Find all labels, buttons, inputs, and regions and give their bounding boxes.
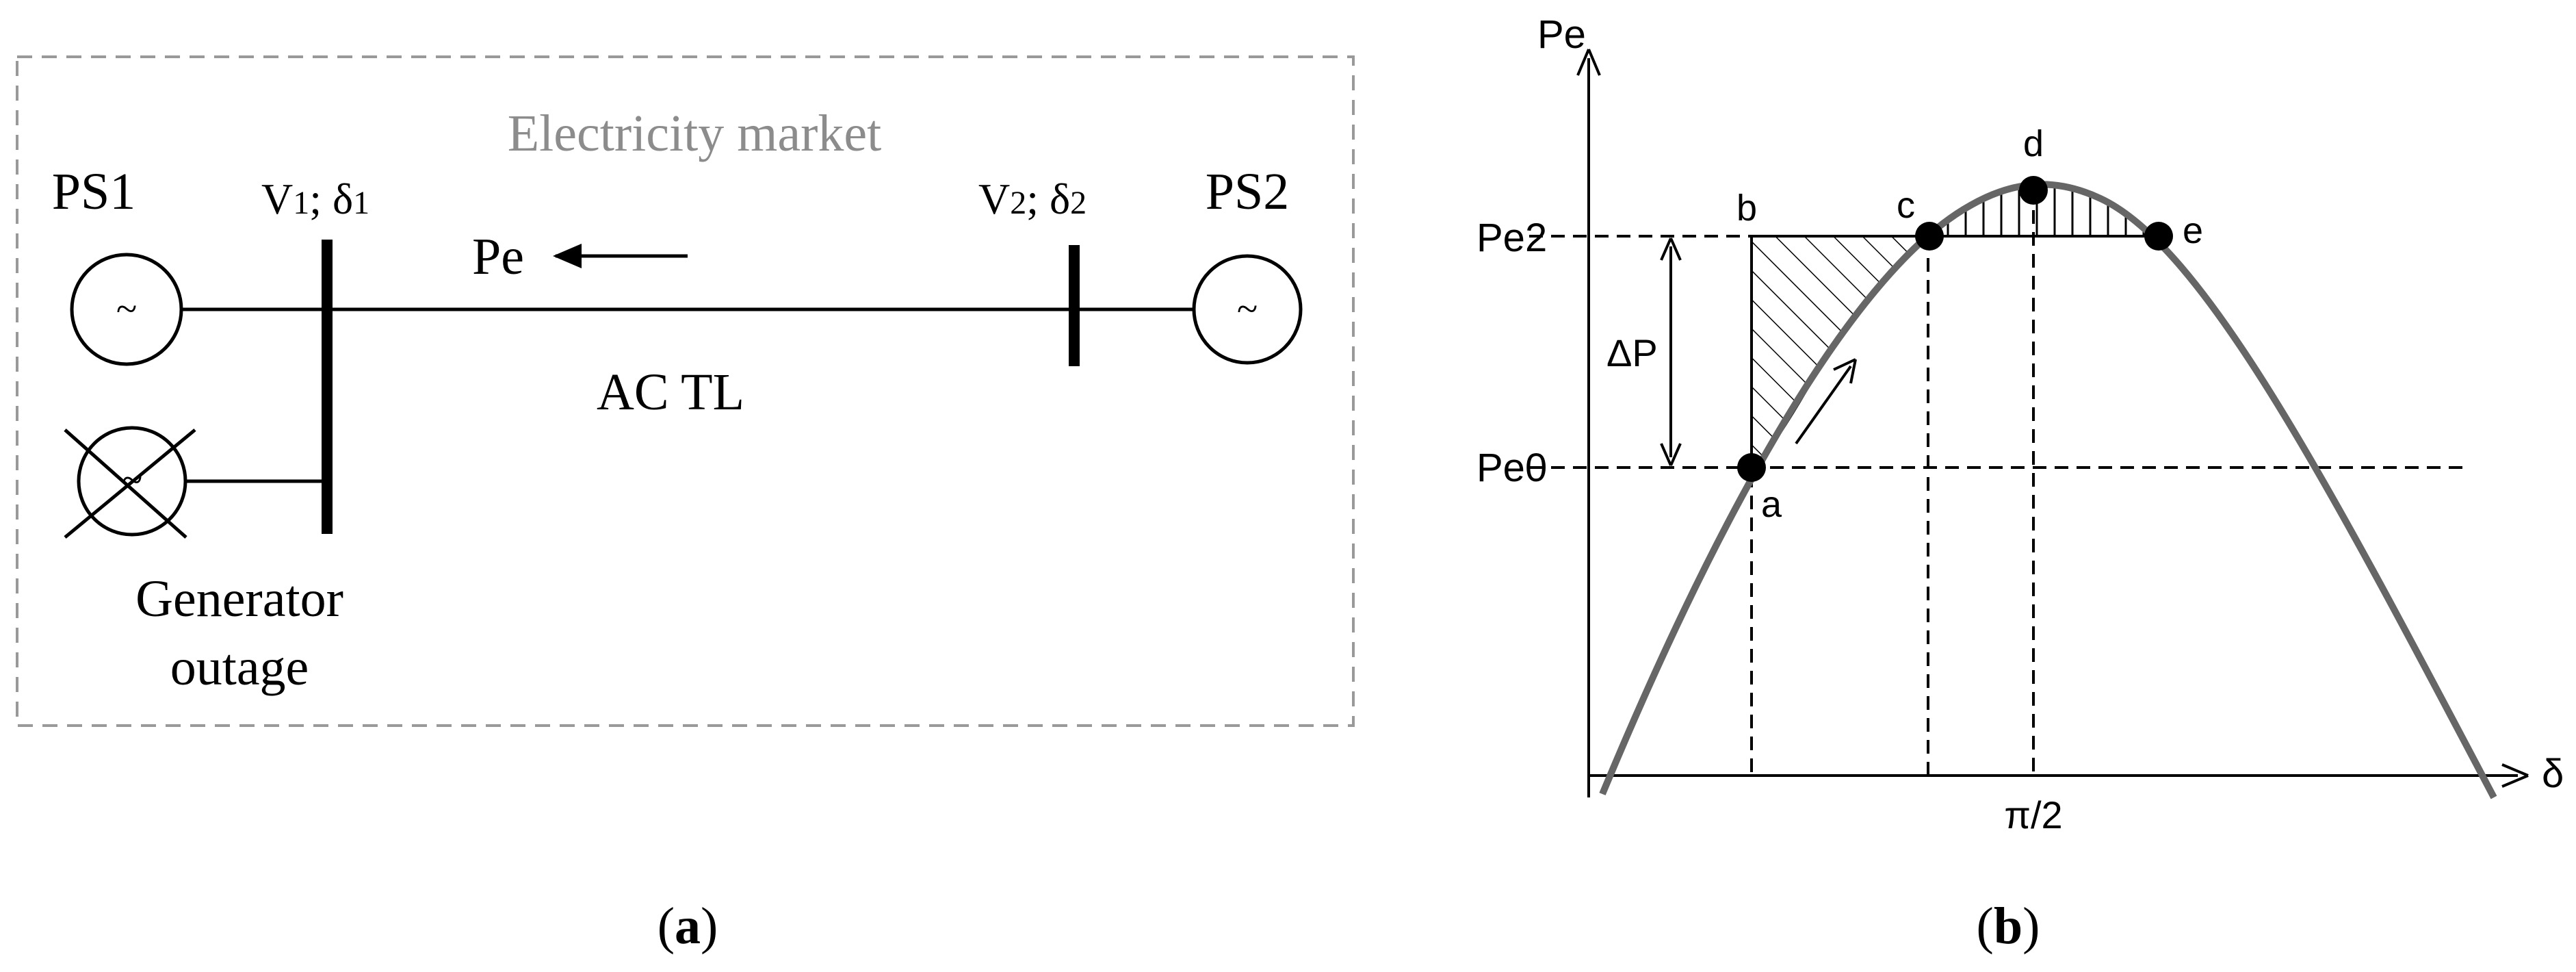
outage-cross-icon [64,429,196,539]
power-angle-curve [1599,181,2497,800]
bus1-label: V1; δ1 [261,175,369,223]
bus2-label: V2; δ2 [978,175,1087,223]
point-b-label: b [1736,188,1757,229]
trajectory-arrow [1795,365,1852,445]
point-c-label: c [1897,185,1915,226]
trajectory-arrowhead [1833,358,1857,384]
point-c [1915,222,1944,251]
y-axis-arrowhead [1576,49,1601,76]
x-axis-label: δ [2542,752,2564,796]
pi-half-label: π/2 [2004,793,2062,836]
ps2-generator-icon [1192,254,1303,365]
ps2-tilde: ~ [1237,288,1258,331]
delta-p-label: ΔP [1606,331,1658,374]
panel-b: Pe δ ΔP Pe2 Pe0 π/2 a b c [1476,12,2564,955]
panel-a: Electricity market PS1 ~ V1; δ1 Pe AC TL… [16,55,1355,955]
point-e [2144,222,2173,251]
market-label: Electricity market [508,105,882,162]
delta-p-arrowhead-bottom [1660,443,1682,466]
power-flow-label: Pe [472,228,524,285]
outage-label-line1: Generator [135,570,343,628]
delta-p-arrowhead-top [1660,238,1682,261]
point-d [2019,176,2048,205]
outage-label-line2: outage [170,639,309,696]
y-axis-label: Pe [1537,12,1586,57]
outage-cross-icon [64,429,187,539]
ps1-label: PS1 [52,163,136,220]
market-boundary [16,55,1355,727]
x-axis-arrowhead [2501,763,2529,788]
caption-b: (b) [1977,897,2040,955]
power-flow-arrowhead [553,244,582,268]
ps2-label: PS2 [1206,163,1290,220]
pe2-label: Pe2 [1476,216,1547,260]
caption-a: (a) [658,897,718,955]
point-a-label: a [1761,484,1782,525]
ps1-tilde: ~ [116,288,137,331]
line-label: AC TL [597,363,744,421]
point-d-label: d [2023,123,2044,164]
point-a [1737,453,1766,482]
point-e-label: e [2183,210,2203,251]
pe0-label: Pe0 [1476,446,1547,490]
